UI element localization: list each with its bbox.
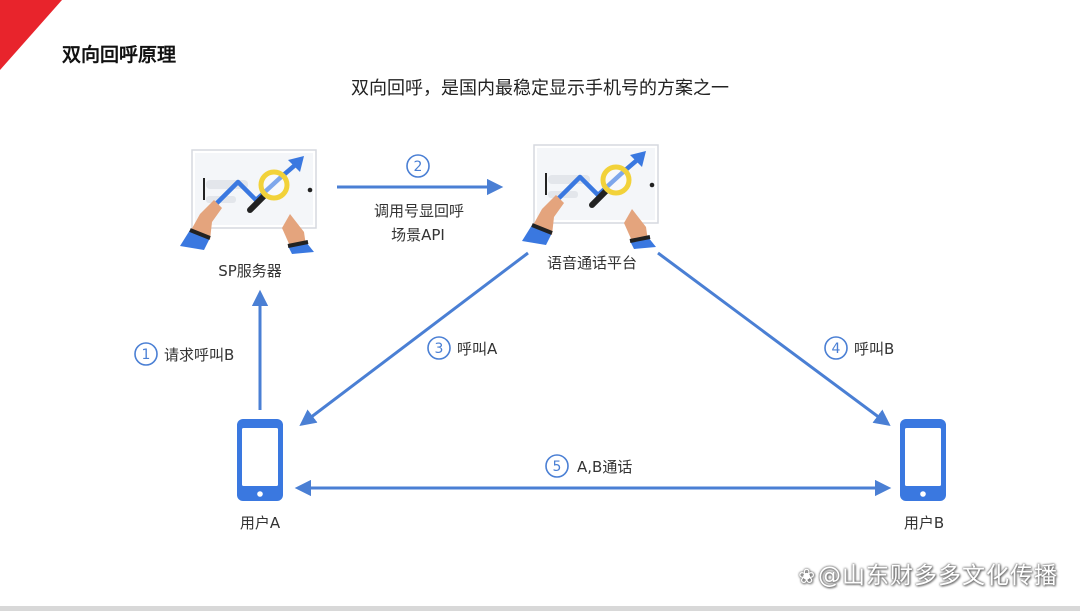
sp-server-icon — [180, 150, 316, 254]
slide-title: 双向回呼原理 — [62, 44, 177, 66]
step-1-label: 请求呼叫B — [164, 346, 234, 364]
step-5-label: A,B通话 — [577, 458, 632, 476]
step-2-label-line1: 调用号显回呼 — [374, 202, 464, 220]
step-3-badge — [427, 336, 451, 360]
corner-decoration — [0, 0, 62, 70]
step-3-number: 3 — [435, 341, 444, 357]
step-3-label: 呼叫A — [457, 340, 498, 358]
voice-platform-label: 语音通话平台 — [547, 254, 637, 272]
voice-platform-node — [522, 145, 658, 249]
arrow-step-4 — [657, 251, 891, 426]
watermark: ❀@山东财多多文化传播 — [798, 556, 1058, 590]
bottom-border — [0, 606, 1080, 611]
paw-icon: ❀ — [798, 564, 816, 588]
slide-subtitle: 双向回呼，是国内最稳定显示手机号的方案之一 — [351, 78, 729, 99]
sp-server-label: SP服务器 — [218, 262, 282, 280]
step-5-number: 5 — [553, 459, 562, 475]
step-4-label: 呼叫B — [854, 340, 894, 358]
step-2-label-line2: 场景API — [391, 226, 445, 244]
user-b-phone-icon — [900, 419, 946, 501]
step-2-badge — [406, 154, 430, 178]
step-4-number: 4 — [832, 341, 841, 357]
step-1-number: 1 — [142, 347, 151, 363]
step-1-badge — [134, 342, 158, 366]
user-b-label: 用户B — [904, 514, 944, 532]
sp-server-node — [180, 150, 316, 254]
user-a-label: 用户A — [240, 514, 281, 532]
watermark-text: @山东财多多文化传播 — [818, 563, 1058, 589]
step-4-badge — [824, 336, 848, 360]
user-a-phone-icon — [237, 419, 283, 501]
step-2-number: 2 — [414, 159, 423, 175]
voice-platform-icon — [522, 145, 658, 249]
step-5-badge — [545, 454, 569, 478]
arrow-step-3 — [299, 251, 529, 426]
